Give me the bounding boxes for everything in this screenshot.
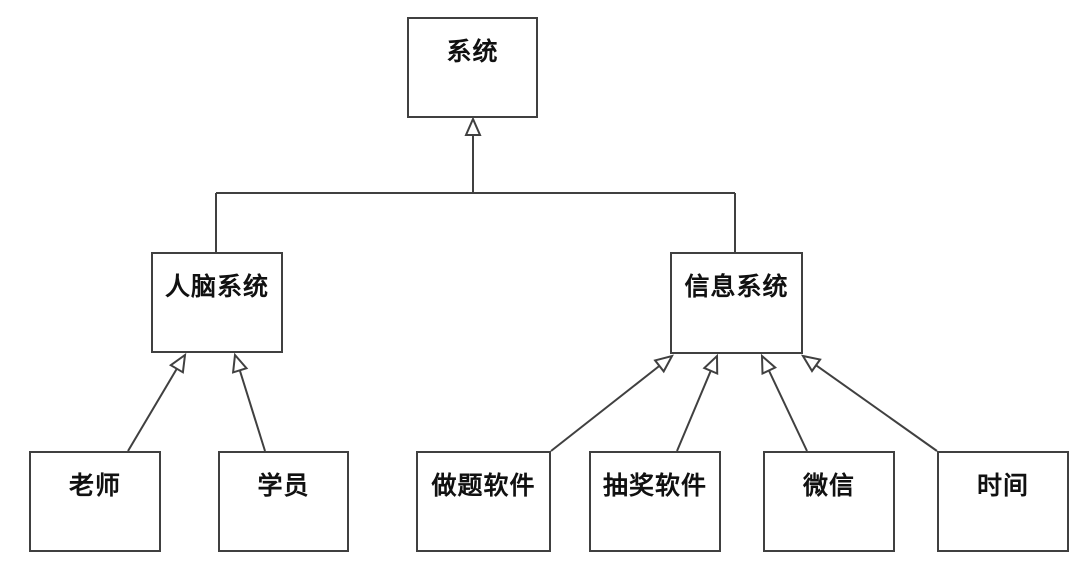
node-time-label: 时间 — [976, 472, 1029, 500]
node-time: 时间 — [937, 451, 1069, 552]
edge-quiz-info — [550, 365, 661, 452]
edge-time-info — [815, 364, 938, 452]
node-wechat: 微信 — [763, 451, 895, 552]
edge-teacher-brain — [127, 368, 178, 452]
node-student: 学员 — [218, 451, 349, 552]
node-teacher: 老师 — [29, 451, 161, 552]
arrowhead-lottery-info — [702, 353, 719, 376]
node-quiz-software: 做题软件 — [416, 451, 551, 552]
node-lottery-software: 抽奖软件 — [589, 451, 721, 552]
node-wechat-label: 微信 — [802, 472, 855, 500]
arrowhead-time-info — [800, 354, 822, 373]
arrowhead-to-root — [464, 116, 482, 136]
arrowhead-quiz-info — [653, 354, 674, 374]
node-information-system-label: 信息系统 — [684, 273, 789, 301]
node-quiz-software-label: 做题软件 — [431, 472, 536, 500]
node-human-brain-system-label: 人脑系统 — [164, 273, 269, 301]
arrowhead-student-brain — [231, 352, 249, 374]
node-teacher-label: 老师 — [68, 472, 121, 500]
arrowhead-wechat-info — [760, 353, 778, 376]
node-lottery-software-label: 抽奖软件 — [602, 472, 707, 500]
node-student-label: 学员 — [257, 472, 310, 500]
node-information-system: 信息系统 — [670, 252, 803, 354]
edge-lottery-info — [676, 370, 712, 452]
node-system-label: 系统 — [446, 38, 499, 66]
edge-student-brain — [238, 370, 266, 452]
node-system: 系统 — [407, 17, 538, 118]
node-human-brain-system: 人脑系统 — [151, 252, 283, 353]
arrowhead-teacher-brain — [168, 352, 187, 374]
edge-wechat-info — [767, 370, 808, 452]
